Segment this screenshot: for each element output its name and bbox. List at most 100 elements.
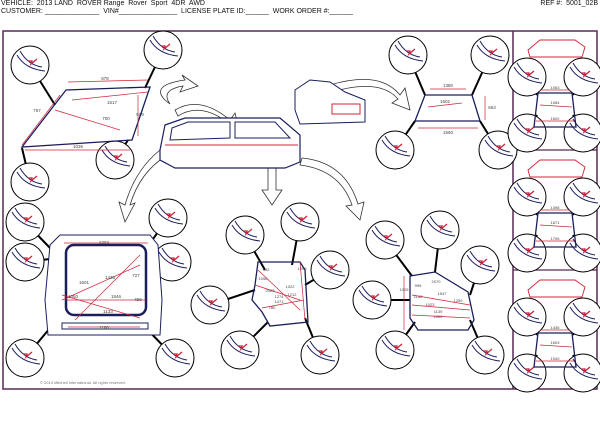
detail-callout: [563, 57, 600, 97]
dimension-label: 727: [132, 273, 140, 278]
dimension-label: 2003: [266, 288, 276, 293]
measure-point-arrow-icon: [170, 255, 180, 263]
detail-panel-lines: [11, 247, 41, 269]
detail-callout: [465, 335, 505, 375]
dimension-label: 1601: [79, 280, 90, 285]
detail-callout: [5, 202, 45, 242]
detail-panel-lines: [306, 340, 336, 362]
dimension-label: 1380: [443, 83, 454, 88]
direction-arrow: [299, 157, 365, 221]
dimension-label: 1139: [434, 309, 443, 314]
detail-callout: [5, 242, 45, 282]
detail-circle: [563, 177, 600, 217]
measure-point-arrow-icon: [393, 143, 403, 151]
detail-callout: [375, 330, 415, 370]
dimension-label: 2204: [99, 240, 110, 245]
direction-arrow: [160, 74, 199, 105]
dimension-label: 1099: [298, 266, 308, 271]
detail-panel-lines: [286, 207, 316, 229]
dimension-line: [74, 254, 141, 321]
detail-circle: [563, 57, 600, 97]
measure-point-arrow-icon: [243, 228, 253, 236]
detail-callout: [280, 202, 320, 242]
detail-callout: [225, 215, 265, 255]
front-end-body: [294, 79, 366, 125]
panel-opening-outline: [533, 332, 577, 368]
dimension-line: [71, 91, 149, 101]
measure-point-arrow-icon: [318, 348, 328, 356]
detail-panel-lines: [358, 285, 388, 307]
windshield-outline: [20, 86, 151, 148]
side-panel-view: [527, 159, 586, 178]
copyright-text: © 2013 Mitchell International. All right…: [40, 380, 126, 385]
dimension-label: 1540: [551, 356, 561, 361]
measure-point-arrow-icon: [173, 351, 183, 359]
dimension-line: [299, 261, 306, 321]
dimension-label: 1259: [454, 298, 464, 303]
dimension-line: [54, 109, 121, 131]
measure-point-arrow-icon: [238, 343, 248, 351]
detail-callout: [563, 113, 600, 153]
side-panel-view: [527, 279, 586, 298]
rear-vehicle-view: [44, 234, 163, 336]
dimension-label: 1056: [259, 276, 269, 281]
detail-panel-lines: [466, 250, 496, 272]
dimension-line: [61, 264, 141, 301]
dimension-label: 2070: [432, 279, 442, 284]
detail-callout: [507, 57, 547, 97]
measure-point-arrow-icon: [438, 223, 448, 231]
detail-panel-lines: [426, 215, 456, 237]
panel-opening-outline: [533, 92, 577, 128]
dimension-line: [21, 94, 61, 146]
detail-callout: [220, 330, 260, 370]
dimension-label: 700: [102, 116, 110, 121]
vehicle-title: VEHICLE: 2013 LAND ROVER Range Rover Spo…: [1, 0, 205, 7]
detail-callout: [388, 35, 428, 75]
measure-point-arrow-icon: [581, 126, 591, 134]
detail-panel-lines: [231, 220, 261, 242]
dimension-label: 1846: [111, 294, 122, 299]
front-door-outline: [251, 261, 309, 327]
detail-panel-lines: [381, 135, 411, 157]
detail-panel-lines: [149, 35, 179, 57]
detail-callout: [507, 233, 547, 273]
vehicle-body: [159, 117, 301, 169]
dimension-line: [411, 304, 471, 311]
rear-door-outline: [409, 271, 475, 331]
dimension-label: 1084: [551, 100, 561, 105]
detail-callout: [507, 113, 547, 153]
detail-callout: [507, 297, 547, 337]
measure-point-arrow-icon: [23, 215, 33, 223]
detail-panel-lines: [196, 290, 226, 312]
measure-point-arrow-icon: [581, 366, 591, 374]
measure-point-arrow-icon: [581, 310, 591, 318]
measure-point-arrow-icon: [496, 143, 506, 151]
detail-panel-lines: [513, 238, 543, 260]
dimension-label: 1602: [551, 116, 561, 121]
detail-panel-lines: [226, 335, 256, 357]
detail-panel-lines: [513, 62, 543, 84]
detail-panel-lines: [513, 302, 543, 324]
dimension-label: 1517: [107, 100, 118, 105]
dimension-line: [411, 314, 471, 319]
measure-point-arrow-icon: [478, 258, 488, 266]
measure-point-arrow-icon: [161, 43, 171, 51]
detail-callout: [155, 338, 195, 378]
rear-bumper: [61, 322, 149, 330]
detail-panel-lines: [569, 238, 599, 260]
dimension-label: 1212: [288, 292, 298, 297]
measure-point-arrow-icon: [488, 48, 498, 56]
dimension-label: 456: [134, 297, 142, 302]
detail-circle: [563, 353, 600, 393]
measure-point-arrow-icon: [406, 48, 416, 56]
dimension-label: 1002: [434, 314, 444, 319]
detail-callout: [10, 45, 50, 85]
detail-panel-lines: [316, 255, 346, 277]
dimension-label: 663: [488, 105, 496, 110]
measure-point-arrow-icon: [525, 70, 535, 78]
detail-panel-lines: [513, 118, 543, 140]
detail-panel-lines: [381, 335, 411, 357]
detail-panel-lines: [484, 135, 514, 157]
dimension-label: 992: [263, 267, 270, 272]
detail-panel-lines: [569, 302, 599, 324]
